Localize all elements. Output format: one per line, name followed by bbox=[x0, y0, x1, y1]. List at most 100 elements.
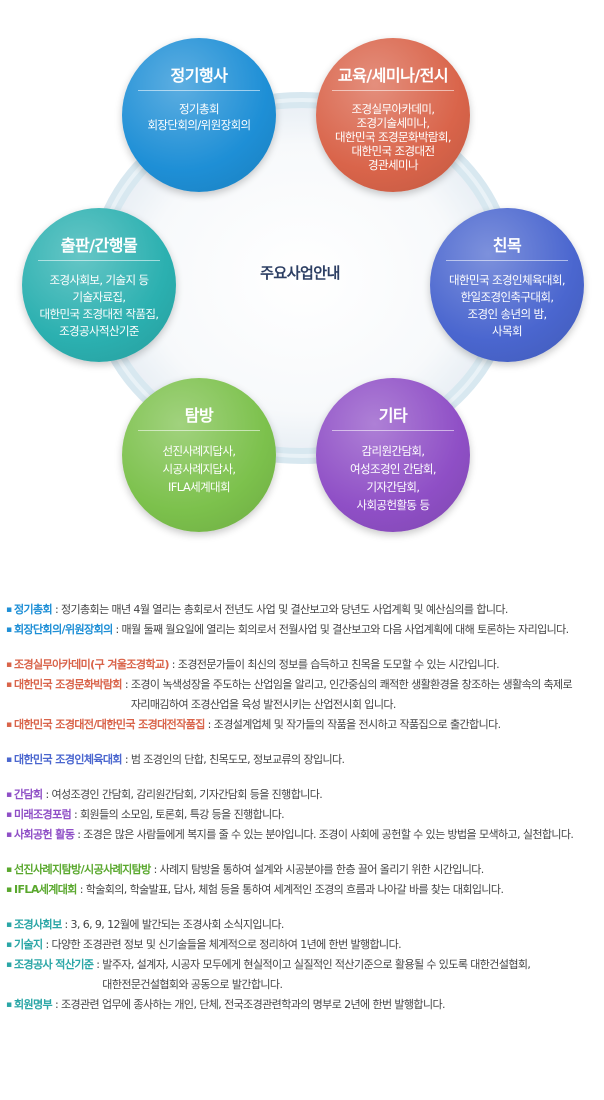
bullet-icon: ▪ bbox=[6, 660, 12, 670]
description-line: 회원들의 소모임, 토론회, 특강 등을 진행합니다. bbox=[80, 808, 285, 821]
description-item: ▪조경공사 적산기준 : 발주자, 설계자, 시공자 모두에게 현실적이고 실질… bbox=[6, 955, 602, 995]
description-text: 3, 6, 9, 12월에 발간되는 조경사회 소식지입니다. bbox=[71, 915, 285, 935]
bullet-icon: ▪ bbox=[6, 680, 12, 690]
description-text: 조경설계업체 및 작가들의 작품을 전시하고 작품집으로 출간합니다. bbox=[214, 715, 501, 735]
term-separator: : bbox=[42, 788, 52, 801]
description-text: 조경관련 업무에 종사하는 개인, 단체, 전국조경관련학과의 명부로 2년에 … bbox=[61, 995, 445, 1015]
bullet-icon: ▪ bbox=[6, 810, 12, 820]
description-text: 다양한 조경관련 정보 및 신기술들을 체계적으로 정리하여 1년에 한번 발행… bbox=[51, 935, 401, 955]
description-line: 여성조경인 간담회, 감리원간담회, 기자간담회 등을 진행합니다. bbox=[51, 788, 323, 801]
description-group: ▪간담회 : 여성조경인 간담회, 감리원간담회, 기자간담회 등을 진행합니다… bbox=[6, 785, 602, 845]
circle-line: 대한민국 조경대전 bbox=[351, 144, 436, 158]
business-descriptions: ▪ 정기총회 : 정기총회는 매년 4월 열리는 총회로서 전년도 사업 및 결산… bbox=[6, 600, 602, 1030]
description-text: 사례지 탐방을 통하여 설계와 시공분야를 한층 끌어 올리기 위한 시간입니다… bbox=[159, 860, 485, 880]
description-term: 대한민국 조경대전/대한민국 조경대전작품집 bbox=[14, 718, 205, 731]
description-line: 조경설계업체 및 작가들의 작품을 전시하고 작품집으로 출간합니다. bbox=[213, 718, 501, 731]
description-item: ▪대한민국 조경대전/대한민국 조경대전작품집 : 조경설계업체 및 작가들의 … bbox=[6, 715, 602, 735]
term-separator: : bbox=[112, 623, 122, 636]
circle-body: 감리원간담회, 여성조경인 간담회, 기자간담회, 사회공헌활동 등 bbox=[322, 442, 464, 514]
description-line: 발주자, 설계자, 시공자 모두에게 현실적이고 실질적인 적산기준으로 활용될… bbox=[102, 958, 531, 971]
bullet-icon: ▪ bbox=[6, 940, 12, 950]
circle-title: 출판/간행물 bbox=[60, 236, 138, 255]
bullet-icon: ▪ bbox=[6, 720, 12, 730]
circle-line: 대한민국 조경인체육대회, bbox=[449, 273, 565, 287]
circle-line: 선진사례지답사, bbox=[162, 444, 237, 458]
description-text: 정기총회는 매년 4월 열리는 총회로서 전년도 사업 및 결산보고와 당년도 … bbox=[61, 600, 508, 620]
circle-line: 시공사례지답사, bbox=[162, 462, 237, 476]
circle-fellowship: 친목 대한민국 조경인체육대회, 한일조경인축구대회, 조경인 송년의 밤, 사… bbox=[430, 208, 584, 362]
business-diagram: 정기행사 정기총회 회장단회의/위원장회의 교육/세미나/전시 조경실무아카데미… bbox=[22, 38, 584, 532]
description-item: ▪간담회 : 여성조경인 간담회, 감리원간담회, 기자간담회 등을 진행합니다… bbox=[6, 785, 602, 805]
description-term: 대한민국 조경문화박람회 bbox=[14, 678, 123, 691]
circle-divider bbox=[332, 90, 454, 91]
bullet-icon: ▪ bbox=[6, 790, 12, 800]
circle-etc: 기타 감리원간담회, 여성조경인 간담회, 기자간담회, 사회공헌활동 등 bbox=[316, 378, 470, 532]
description-text: 회원들의 소모임, 토론회, 특강 등을 진행합니다. bbox=[80, 805, 285, 825]
term-separator: : bbox=[52, 998, 61, 1011]
circle-line: 여성조경인 간담회, bbox=[350, 462, 437, 476]
bullet-icon: ▪ bbox=[6, 885, 12, 895]
bullet-icon: ▪ bbox=[6, 755, 12, 765]
description-term: 회장단회의/위원장회의 bbox=[14, 623, 113, 636]
description-item: ▪선진사례지탐방/시공사례지탐방 : 사례지 탐방을 통하여 설계와 시공분야를… bbox=[6, 860, 602, 880]
description-line: 대한전문건설협회와 공동으로 발간합니다. bbox=[102, 978, 283, 991]
circle-title: 친목 bbox=[492, 236, 522, 255]
circle-divider bbox=[138, 90, 260, 91]
circle-line: 회장단회의/위원장회의 bbox=[147, 117, 251, 132]
description-group: ▪조경사회보 : 3, 6, 9, 12월에 발간되는 조경사회 소식지입니다.… bbox=[6, 915, 602, 1015]
description-term: 간담회 bbox=[14, 788, 43, 801]
description-item: ▪기술지 : 다양한 조경관련 정보 및 신기술들을 체계적으로 정리하여 1년… bbox=[6, 935, 602, 955]
description-text: 조경전문가들이 최신의 정보를 습득하고 친목을 도모할 수 있는 시간입니다. bbox=[178, 655, 500, 675]
description-line: 자리매김하여 조경산업을 육성 발전시키는 산업전시회 입니다. bbox=[130, 698, 397, 711]
description-term: 기술지 bbox=[14, 938, 43, 951]
description-text: 조경은 많은 사람들에게 복지를 줄 수 있는 분야입니다. 조경이 사회에 공… bbox=[83, 825, 574, 845]
circle-line: 대한민국 조경문화박람회, bbox=[335, 130, 451, 144]
circle-line: 경관세미나 bbox=[368, 158, 419, 172]
description-line: 매월 둘째 월요일에 열리는 회의로서 전월사업 및 결산보고와 다음 사업계획… bbox=[121, 623, 570, 636]
circle-body: 선진사례지답사, 시공사례지답사, IFLA세계대회 bbox=[128, 442, 270, 496]
circle-line: 조경공사적산기준 bbox=[59, 324, 139, 338]
circle-line: 대한민국 조경대전 작품집, bbox=[39, 307, 160, 321]
circle-divider bbox=[138, 430, 260, 431]
circle-line: 기자간담회, bbox=[366, 480, 421, 494]
description-group: ▪대한민국 조경인체육대회 : 범 조경인의 단합, 친목도모, 정보교류의 장… bbox=[6, 750, 602, 770]
term-separator: : bbox=[52, 603, 61, 616]
description-term: 조경사회보 bbox=[14, 918, 62, 931]
description-line: 사례지 탐방을 통하여 설계와 시공분야를 한층 끌어 올리기 위한 시간입니다… bbox=[159, 863, 485, 876]
description-item: ▪정기총회 : 정기총회는 매년 4월 열리는 총회로서 전년도 사업 및 결산… bbox=[6, 600, 602, 620]
circle-line: 사회공헌활동 등 bbox=[356, 498, 431, 512]
bullet-icon: ▪ bbox=[6, 920, 12, 930]
description-item: ▪회장단회의/위원장회의 : 매월 둘째 월요일에 열리는 회의로서 전월사업 … bbox=[6, 620, 602, 640]
description-line: 조경관련 업무에 종사하는 개인, 단체, 전국조경관련학과의 명부로 2년에 … bbox=[61, 998, 445, 1011]
description-term: 미래조경포럼 bbox=[14, 808, 72, 821]
circle-title: 탐방 bbox=[184, 406, 214, 425]
circle-body: 대한민국 조경인체육대회, 한일조경인축구대회, 조경인 송년의 밤, 사목회 bbox=[436, 272, 578, 340]
description-text: 매월 둘째 월요일에 열리는 회의로서 전월사업 및 결산보고와 다음 사업계획… bbox=[121, 620, 570, 640]
circle-title: 기타 bbox=[378, 406, 408, 425]
description-line: 다양한 조경관련 정보 및 신기술들을 체계적으로 정리하여 1년에 한번 발행… bbox=[51, 938, 401, 951]
description-term: 회원명부 bbox=[14, 998, 53, 1011]
description-line: 범 조경인의 단합, 친목도모, 정보교류의 장입니다. bbox=[130, 753, 345, 766]
bullet-icon: ▪ bbox=[6, 830, 12, 840]
circle-line: 감리원간담회, bbox=[361, 444, 426, 458]
circle-title: 정기행사 bbox=[170, 66, 228, 85]
description-term: 조경공사 적산기준 bbox=[14, 958, 94, 971]
description-term: 사회공헌 활동 bbox=[14, 828, 75, 841]
circle-line: 조경기술세미나, bbox=[356, 116, 431, 130]
circle-divider bbox=[332, 430, 454, 431]
description-term: 선진사례지탐방/시공사례지탐방 bbox=[14, 863, 151, 876]
term-separator: : bbox=[204, 718, 214, 731]
description-line: 조경은 많은 사람들에게 복지를 줄 수 있는 분야입니다. 조경이 사회에 공… bbox=[83, 828, 574, 841]
description-text: 여성조경인 간담회, 감리원간담회, 기자간담회 등을 진행합니다. bbox=[51, 785, 322, 805]
description-text: 학술회의, 학술발표, 답사, 체험 등을 통하여 세계적인 조경의 흐름과 나… bbox=[86, 880, 504, 900]
bullet-icon: ▪ bbox=[6, 960, 12, 970]
term-separator: : bbox=[150, 863, 160, 876]
term-separator: : bbox=[121, 678, 131, 691]
description-term: 대한민국 조경인체육대회 bbox=[14, 753, 123, 766]
description-group: ▪정기총회 : 정기총회는 매년 4월 열리는 총회로서 전년도 사업 및 결산… bbox=[6, 600, 602, 640]
description-line: 학술회의, 학술발표, 답사, 체험 등을 통하여 세계적인 조경의 흐름과 나… bbox=[85, 883, 504, 896]
description-term: 정기총회 bbox=[14, 603, 53, 616]
circle-line: 조경사회보, 기술지 등 bbox=[49, 273, 150, 287]
term-separator: : bbox=[71, 808, 81, 821]
description-item: ▪조경사회보 : 3, 6, 9, 12월에 발간되는 조경사회 소식지입니다. bbox=[6, 915, 602, 935]
